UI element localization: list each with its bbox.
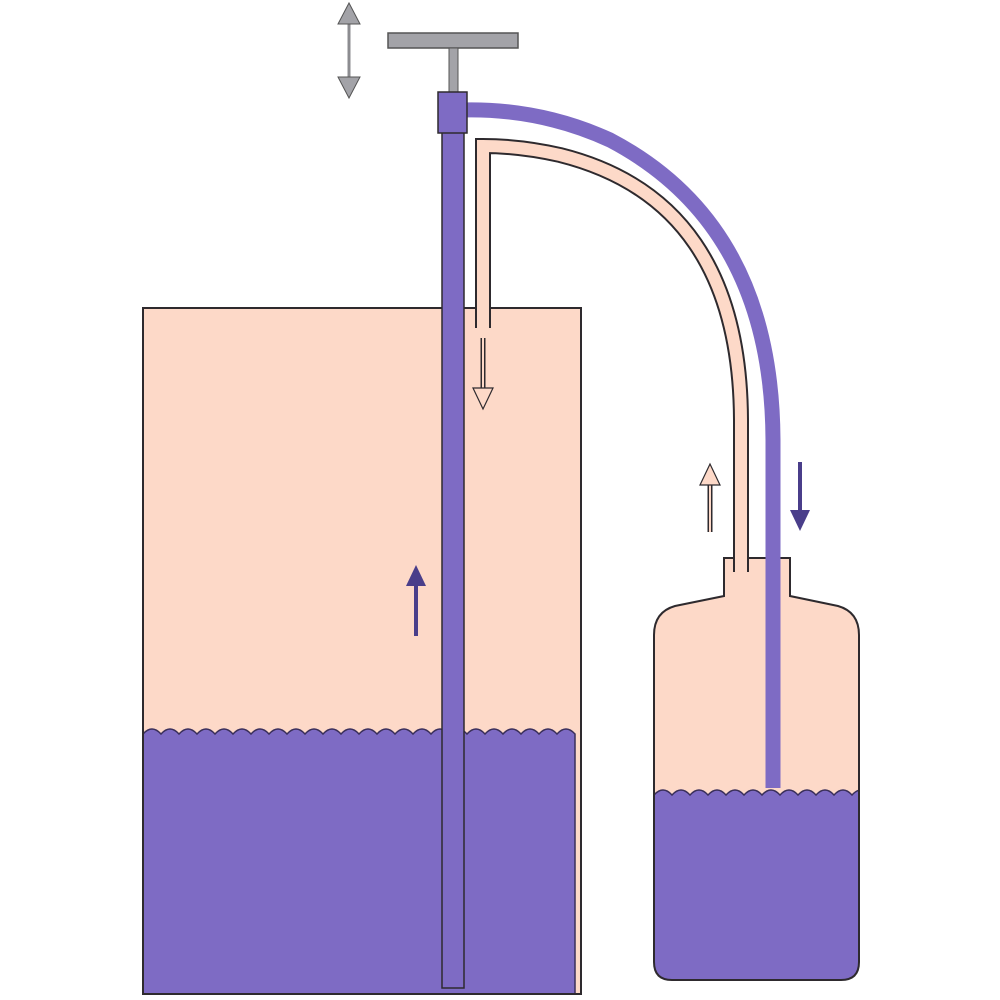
pump-stroke-arrow <box>337 1 361 100</box>
air-down-arrow-icon <box>472 338 494 411</box>
tank-liquid <box>143 728 576 994</box>
source-tank <box>142 307 582 995</box>
liquid-down-arrow-icon <box>790 462 810 531</box>
pump <box>387 32 519 989</box>
air-return-tube <box>475 137 749 572</box>
pump-handle[interactable] <box>387 32 519 49</box>
bottle-liquid <box>654 789 859 980</box>
pump-cap <box>437 91 468 134</box>
pump-cylinder <box>441 131 465 989</box>
receiving-bottle <box>653 557 860 981</box>
air-up-arrow-icon <box>699 462 721 532</box>
delivery-hose <box>461 102 781 788</box>
pump-rod <box>448 47 459 94</box>
liquid-up-arrow-icon <box>406 565 426 636</box>
